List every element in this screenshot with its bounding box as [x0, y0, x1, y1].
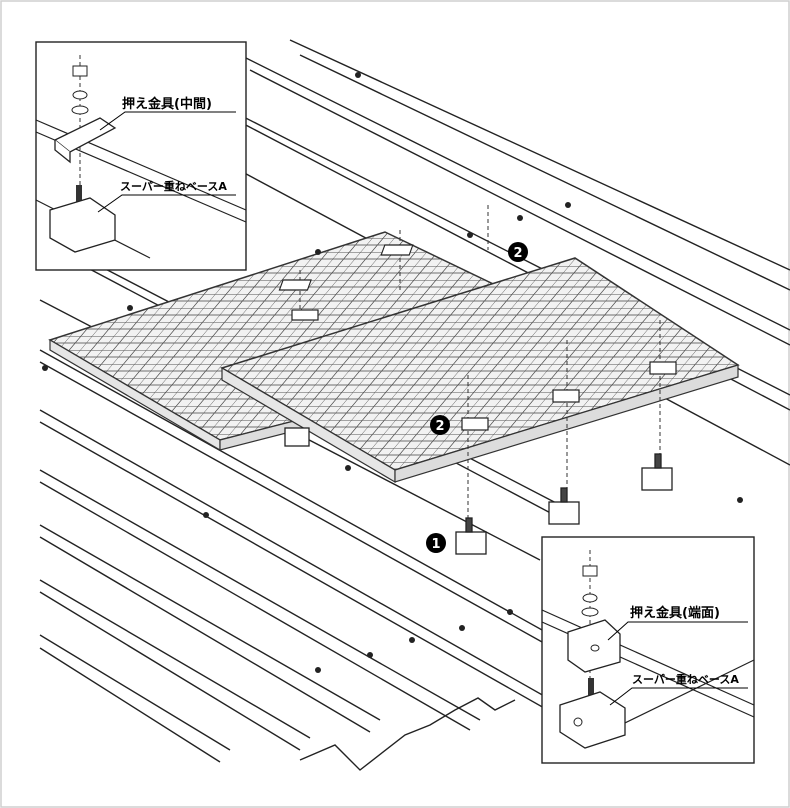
callout-2-bottom: 2 — [430, 415, 450, 435]
dashed-guides — [299, 205, 661, 530]
roof-fasteners — [42, 72, 743, 673]
callout-2-bottom-number: 2 — [435, 419, 444, 434]
inset-bottom-right: 押え金具(端面) スーパー重ねベースA — [541, 536, 755, 764]
inset-top-left: 押え金具(中間) スーパー重ねベースA — [35, 41, 247, 271]
inset-top-left-clamp-label: 押え金具(中間) — [122, 96, 212, 112]
callout-1: 1 — [426, 533, 446, 553]
roof-wave-edge — [299, 697, 516, 771]
callout-1-number: 1 — [431, 537, 440, 552]
roof-ridges — [39, 39, 790, 763]
grating-panel-right — [220, 257, 740, 484]
base-brackets — [284, 427, 673, 555]
inset-bottom-right-clamp-label: 押え金具(端面) — [630, 605, 720, 621]
inset-bottom-right-base-label: スーパー重ねベースA — [632, 672, 739, 686]
panel-clamps — [278, 244, 677, 431]
callout-2-top-number: 2 — [513, 246, 522, 261]
callout-2-top: 2 — [508, 242, 528, 262]
inset-top-left-base-label: スーパー重ねベースA — [120, 179, 227, 193]
